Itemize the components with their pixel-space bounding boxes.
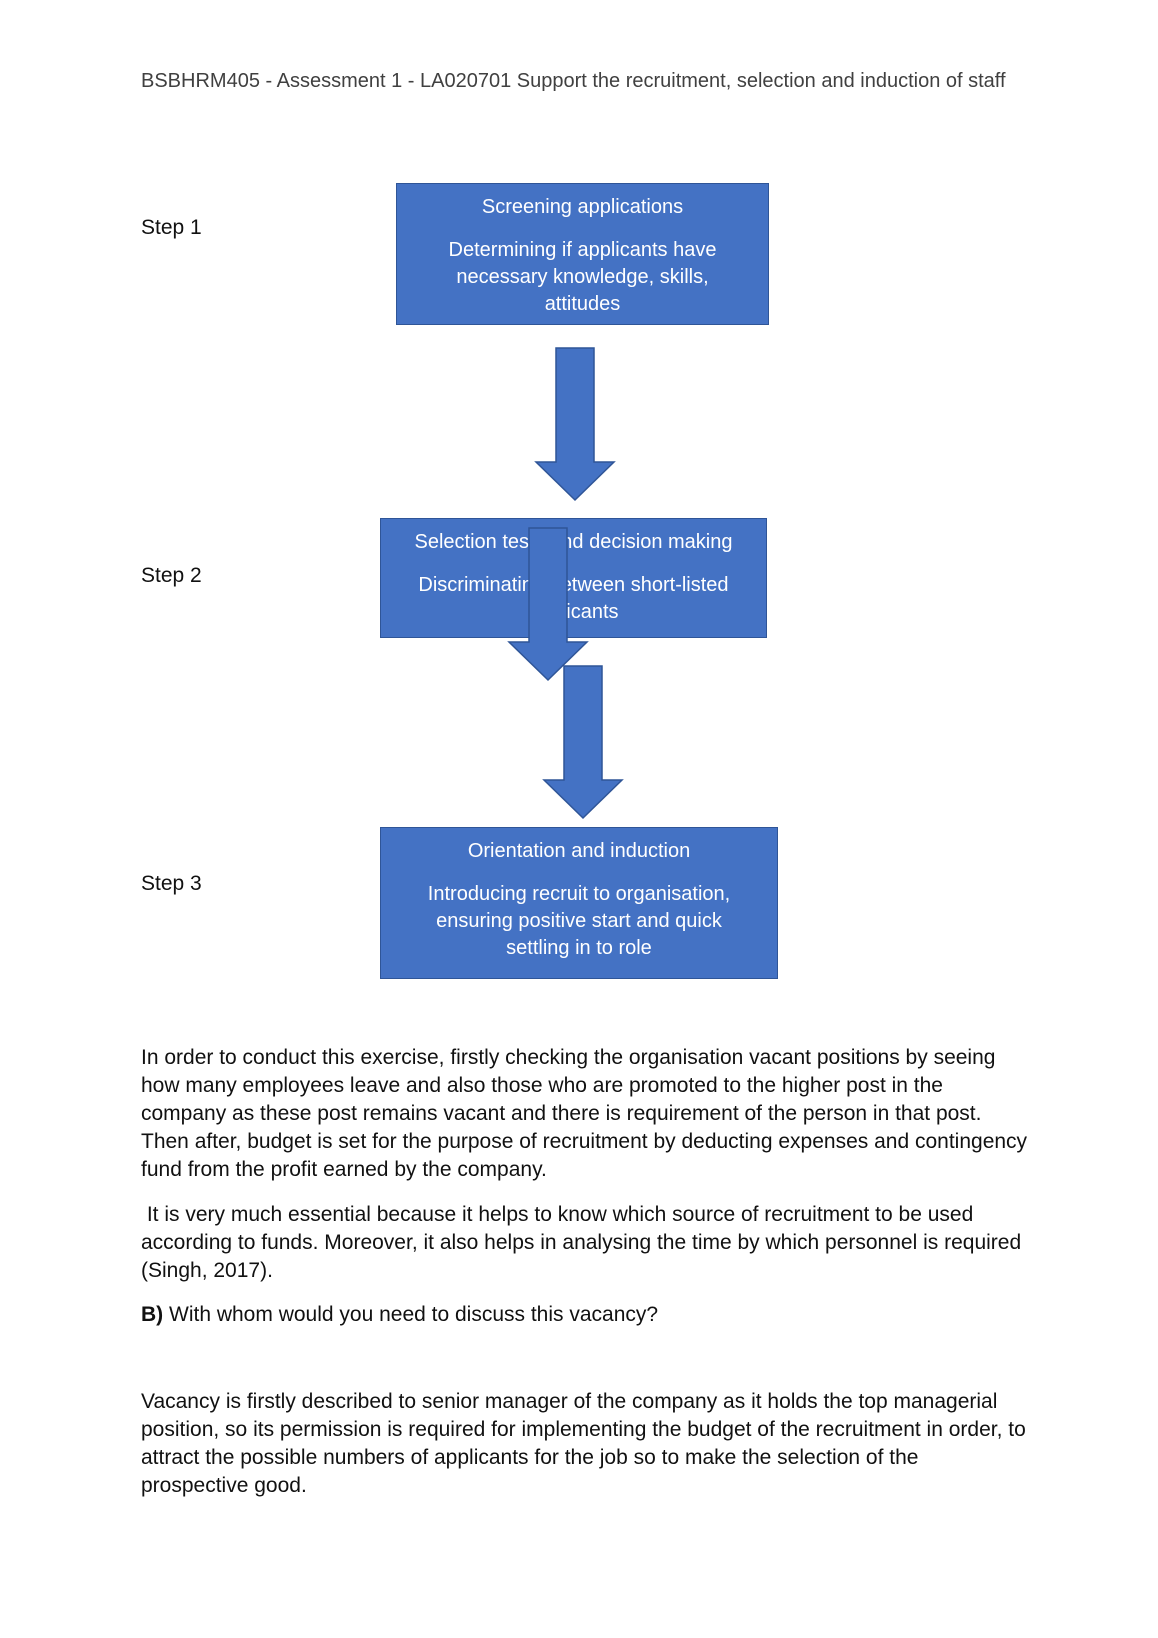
- step-1-description: Determining if applicants have necessary…: [448, 239, 717, 315]
- body-paragraph-2: It is very much essential because it hel…: [141, 1203, 1027, 1282]
- step-1-label: Step 1: [141, 216, 202, 239]
- step-3-title: Orientation and induction: [467, 840, 691, 862]
- step-2-label: Step 2: [141, 564, 202, 587]
- body-paragraph-1: In order to conduct this exercise, first…: [141, 1046, 1028, 1181]
- step-2-box: Selection tests and decision making Disc…: [380, 518, 767, 638]
- step-2-title: Selection tests and decision making: [414, 531, 733, 553]
- body-paragraph-3: Vacancy is firstly described to senior m…: [141, 1390, 1026, 1497]
- question-label: B): [141, 1303, 164, 1326]
- step-1-title: Screening applications: [481, 196, 684, 218]
- question-b: B) With whom would you need to discuss t…: [141, 1301, 1031, 1329]
- step-2-description: Discriminating between short-listed appl…: [418, 574, 729, 623]
- question-text: With whom would you need to discuss this…: [163, 1303, 659, 1326]
- arrow-down-icon: [534, 347, 616, 502]
- step-3-label: Step 3: [141, 872, 202, 895]
- arrow-down-icon: [542, 665, 624, 820]
- document-header: BSBHRM405 - Assessment 1 - LA020701 Supp…: [141, 70, 1006, 92]
- step-1-box: Screening applications Determining if ap…: [396, 183, 769, 325]
- step-3-box: Orientation and induction Introducing re…: [380, 827, 778, 979]
- step-3-description: Introducing recruit to organisation, ens…: [427, 883, 731, 959]
